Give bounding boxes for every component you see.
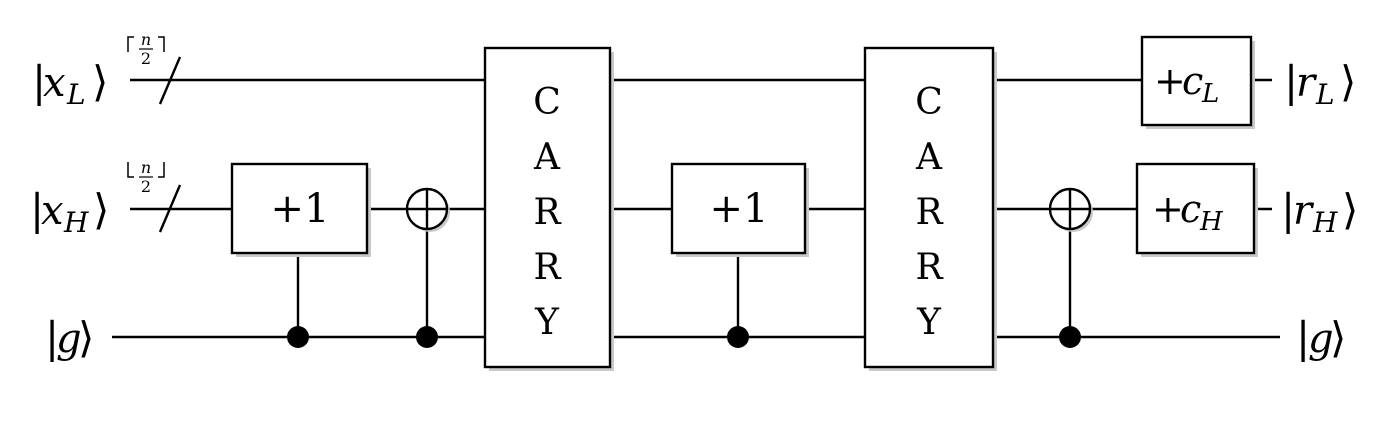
svg-text:g: g xyxy=(56,316,82,362)
svg-text:R: R xyxy=(915,247,943,288)
control-dot-cnot1 xyxy=(416,326,438,348)
svg-text:|: | xyxy=(32,57,46,106)
ket-output-g: | g ⟩ xyxy=(1296,313,1346,362)
svg-text:L: L xyxy=(1315,78,1335,111)
svg-text:L: L xyxy=(1201,79,1219,109)
svg-text:A: A xyxy=(915,137,943,178)
control-dot-inc1 xyxy=(287,326,309,348)
svg-text:+: + xyxy=(1154,59,1186,103)
svg-text:|: | xyxy=(1284,57,1298,106)
svg-text:L: L xyxy=(66,78,86,111)
ket-input-xh: | x H ⟩ xyxy=(30,185,109,239)
svg-text:R: R xyxy=(533,192,561,233)
gate-carry-1: C A R R Y xyxy=(483,46,614,371)
gate-increment-2: +1 xyxy=(670,162,809,257)
control-dot-inc2 xyxy=(727,326,749,348)
gate-carry-2: C A R R Y xyxy=(863,46,997,371)
svg-text:⟩: ⟩ xyxy=(1340,57,1356,106)
svg-text:⟩: ⟩ xyxy=(92,57,108,106)
bus-width-xl-den: 2 xyxy=(141,49,151,68)
svg-text:g: g xyxy=(1308,316,1334,362)
svg-text:r: r xyxy=(1296,60,1318,106)
svg-text:⟩: ⟩ xyxy=(1330,313,1346,362)
svg-text:r: r xyxy=(1293,188,1315,234)
ket-output-rl: | r L ⟩ xyxy=(1284,57,1356,111)
ket-input-xl: | x L ⟩ xyxy=(32,57,108,111)
bus-slash-xh xyxy=(158,184,182,233)
svg-text:⟩: ⟩ xyxy=(93,185,109,234)
gate-add-cl: + c L xyxy=(1140,35,1255,129)
svg-text:C: C xyxy=(533,82,561,123)
svg-text:|: | xyxy=(1296,313,1310,362)
svg-text:x: x xyxy=(43,60,66,106)
svg-text:A: A xyxy=(533,137,561,178)
svg-text:Y: Y xyxy=(916,302,942,343)
bus-width-xh: n 2 xyxy=(127,158,165,196)
svg-text:|: | xyxy=(1281,185,1295,234)
bus-width-xh-den: 2 xyxy=(141,177,151,196)
svg-text:|: | xyxy=(45,313,59,362)
svg-text:H: H xyxy=(1312,206,1338,239)
svg-text:H: H xyxy=(63,206,89,239)
svg-text:+: + xyxy=(1152,187,1184,231)
svg-text:|: | xyxy=(30,185,44,234)
ket-input-g: | g ⟩ xyxy=(45,313,94,362)
bus-width-xl-num: n xyxy=(141,30,151,49)
bus-width-xl: n 2 xyxy=(127,30,165,68)
svg-text:R: R xyxy=(533,247,561,288)
gate-add-ch: + c H xyxy=(1135,162,1258,257)
svg-text:x: x xyxy=(41,188,64,234)
gate-increment-2-label: +1 xyxy=(710,186,769,232)
cnot-target-1 xyxy=(405,187,450,232)
svg-text:H: H xyxy=(1199,207,1224,237)
bus-slash-xl xyxy=(158,56,182,105)
control-dots xyxy=(287,326,1081,348)
svg-text:C: C xyxy=(915,82,943,123)
svg-text:⟩: ⟩ xyxy=(78,313,94,362)
svg-text:c: c xyxy=(1180,187,1201,231)
svg-text:R: R xyxy=(915,192,943,233)
svg-text:⟩: ⟩ xyxy=(1342,185,1358,234)
svg-text:c: c xyxy=(1182,59,1203,103)
control-dot-cnot2 xyxy=(1059,326,1081,348)
gate-increment-1-label: +1 xyxy=(271,186,330,232)
svg-text:Y: Y xyxy=(534,302,560,343)
bus-width-xh-num: n xyxy=(141,158,151,177)
cnot-target-2 xyxy=(1048,187,1093,232)
ket-output-rh: | r H ⟩ xyxy=(1281,185,1358,239)
gate-increment-1: +1 xyxy=(230,162,371,257)
